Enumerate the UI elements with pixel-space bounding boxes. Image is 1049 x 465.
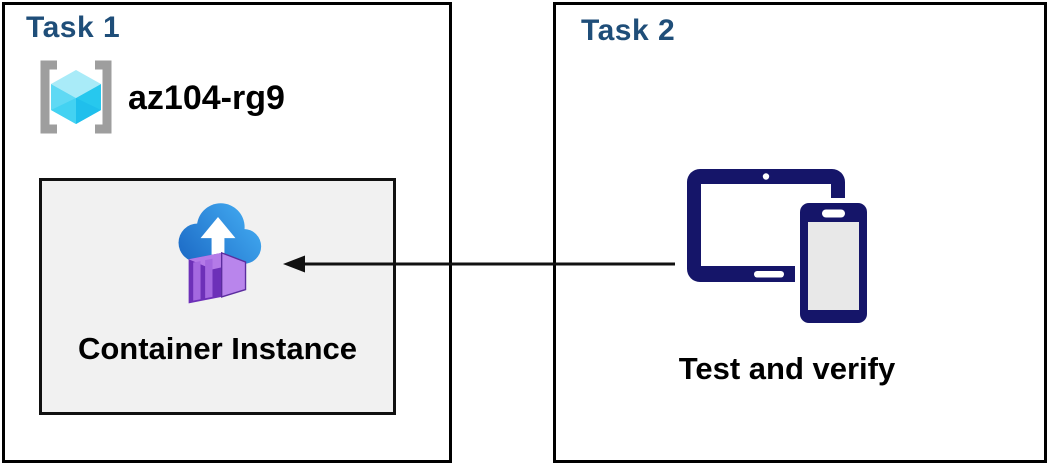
task1-title: Task 1 (26, 11, 121, 44)
resource-group-name: az104-rg9 (128, 79, 285, 117)
azure-resource-group-icon (40, 60, 112, 134)
container-instance-label: Container Instance (77, 331, 358, 366)
connector-arrow (283, 255, 675, 273)
task2-panel: Task 2 Test and verify (553, 2, 1047, 463)
test-and-verify-label: Test and verify (678, 351, 896, 386)
task1-panel: Task 1 az104-rg9 (2, 2, 452, 463)
azure-container-instance-icon (178, 203, 261, 304)
task2-title: Task 2 (581, 14, 676, 47)
container-instance-box: Container Instance (39, 178, 396, 415)
devices-icon (687, 169, 872, 327)
